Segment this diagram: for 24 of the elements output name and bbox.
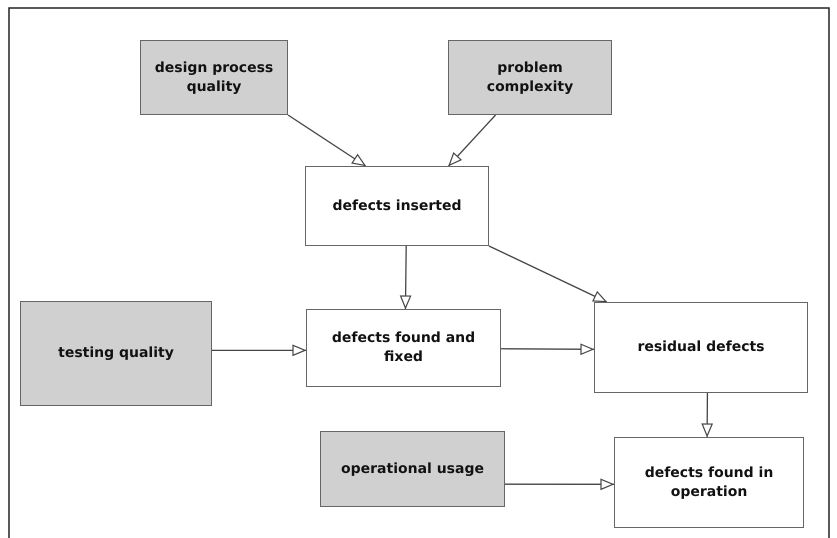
node-label: design process quality (154, 58, 274, 96)
process-box (305, 166, 489, 246)
arrow (488, 245, 608, 303)
node-label: testing quality (58, 344, 174, 363)
node-label: defects found and fixed (330, 329, 476, 367)
factor-box (140, 40, 288, 115)
arrow (505, 478, 614, 490)
process-box (594, 302, 808, 393)
arrow (400, 246, 412, 309)
node-label: defects found in operation (644, 464, 774, 502)
arrow (288, 114, 366, 167)
node-label: operational usage (341, 460, 484, 478)
factor-box (20, 301, 212, 406)
factor-box (448, 40, 612, 115)
factor-box (320, 431, 505, 507)
process-box (614, 437, 804, 528)
process-box (306, 309, 501, 387)
arrow (212, 344, 306, 356)
node-label: problem complexity (486, 58, 574, 96)
node-label: defects inserted (332, 196, 462, 216)
arrow (448, 114, 496, 166)
node-label: residual defects (637, 338, 765, 357)
arrow (501, 344, 594, 355)
arrow (702, 393, 713, 437)
